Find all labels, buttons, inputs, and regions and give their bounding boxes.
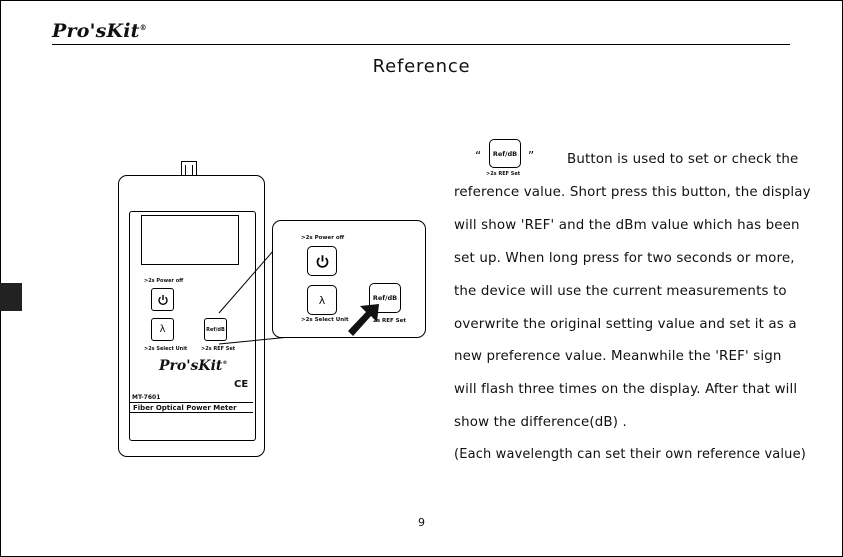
select-unit-label: >2s Select Unit (144, 346, 188, 352)
device-face: >2s Power off λ Ref/dB >2s Select Unit >… (129, 211, 256, 441)
zoom-lambda-button: λ (307, 285, 337, 315)
zoom-power-off-label: >2s Power off (301, 235, 345, 241)
body-line-8: will flash three times on the display. A… (454, 382, 798, 397)
zoom-ref-set-label: 2s REF Set (373, 318, 406, 324)
device-ref-button: Ref/dB (204, 318, 227, 341)
ref-set-label: >2s REF Set (201, 346, 236, 352)
device-power-button (151, 288, 174, 311)
product-name: Fiber Optical Power Meter (130, 402, 253, 413)
body-line-3: will show 'REF' and the dBm value which … (454, 218, 800, 233)
body-line-7: new preference value. Meanwhile the 'REF… (454, 349, 782, 364)
device-brand-logo: Pro'sKit® (159, 358, 228, 374)
body-line-5: the device will use the current measurem… (454, 284, 787, 299)
inline-ref-button-sub: >2s REF Set (486, 171, 521, 177)
body-line-1: Button is used to set or check the (567, 152, 799, 167)
page-title: Reference (372, 56, 471, 77)
device-display (141, 215, 239, 265)
power-icon (157, 294, 168, 305)
body-line-2: reference value. Short press this button… (454, 185, 811, 200)
device-illustration: >2s Power off λ Ref/dB >2s Select Unit >… (118, 175, 265, 457)
close-quote: ” (528, 149, 535, 163)
body-line-9: show the difference(dB) . (454, 415, 627, 430)
power-icon (316, 254, 328, 268)
header-rule (52, 44, 790, 45)
pointer-arrow-icon (348, 304, 379, 336)
page-number: 9 (418, 516, 425, 529)
zoom-select-unit-label: >2s Select Unit (301, 317, 349, 323)
lambda-symbol: λ (318, 293, 326, 307)
ce-mark: CE (234, 379, 249, 390)
section-tab (0, 283, 22, 311)
zoomed-buttons-panel: >2s Power off λ Ref/dB >2s Select Unit 2… (272, 220, 426, 338)
zoom-power-button (307, 246, 337, 276)
body-line-6: overwrite the original setting value and… (454, 317, 797, 332)
brand-logo: Pro'sKit® (52, 20, 147, 42)
open-quote: “ (475, 149, 482, 163)
lambda-symbol: λ (159, 324, 166, 335)
inline-ref-button: Ref/dB (489, 139, 521, 168)
body-line-4: set up. When long press for two seconds … (454, 251, 795, 266)
model-number: MT-7601 (132, 394, 161, 401)
power-off-label: >2s Power off (144, 278, 184, 284)
device-lambda-button: λ (151, 318, 174, 341)
body-line-10: (Each wavelength can set their own refer… (454, 447, 806, 462)
fiber-connector (181, 161, 197, 177)
